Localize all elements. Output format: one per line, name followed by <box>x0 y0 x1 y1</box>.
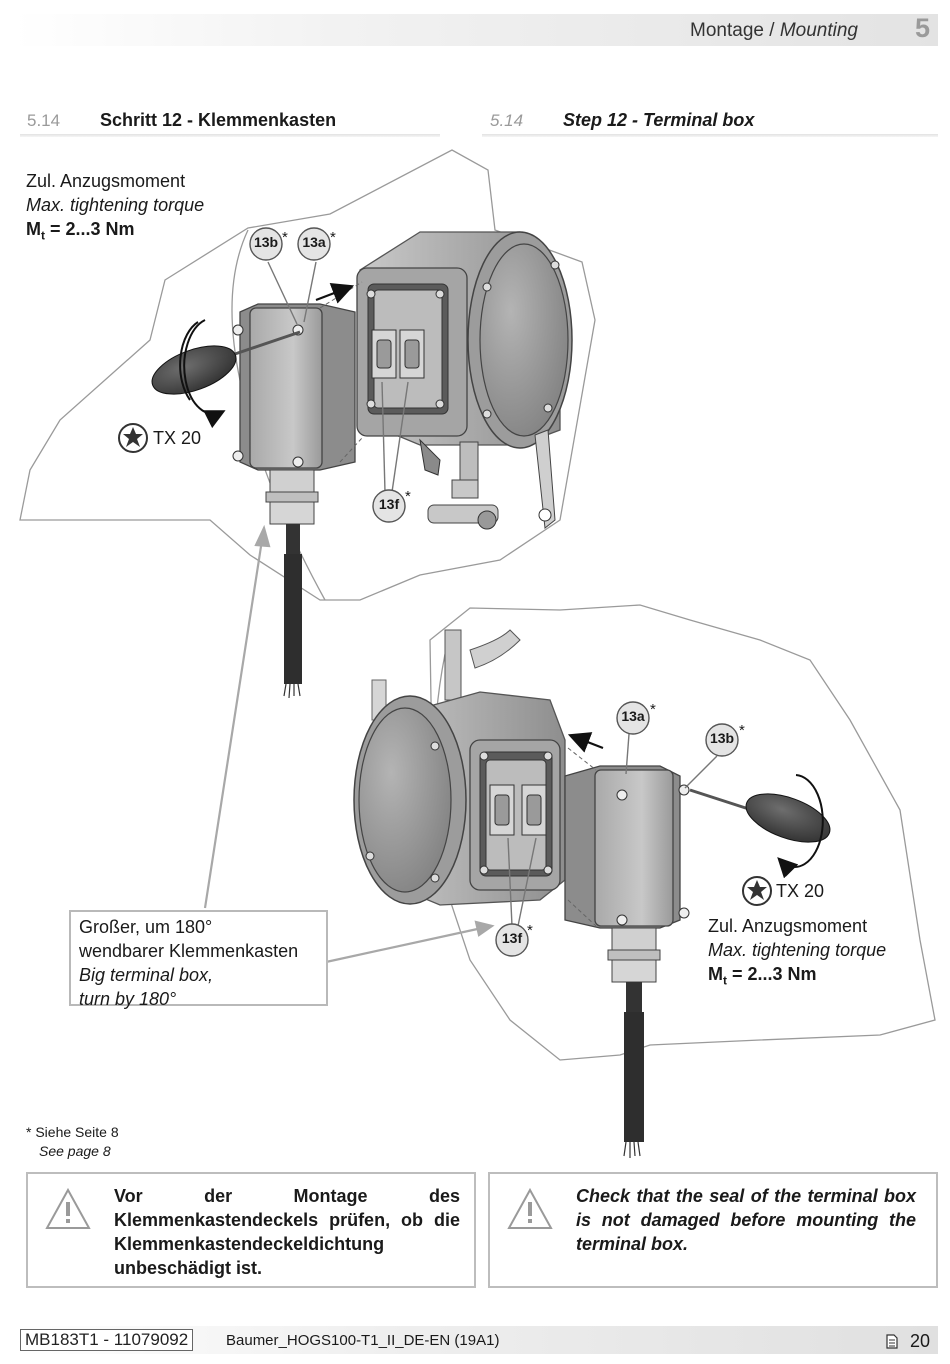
document-code: MB183T1 - 11079092 <box>20 1329 194 1351</box>
page-header-title: Montage / Mounting <box>690 20 858 42</box>
torque-value: Mt = 2...3 Nm <box>708 964 817 988</box>
mounting-direction-arrow-bottom <box>567 732 604 753</box>
torque-label-en: Max. tightening torque <box>26 195 205 215</box>
page-number: 20 <box>909 1331 930 1351</box>
chapter-number: 5 <box>914 13 930 43</box>
warning-text-de: Vor der Montage des Klemmenkastendeckels… <box>114 1186 460 1278</box>
note-line-3: Big terminal box, <box>79 965 214 985</box>
warning-triangle-icon <box>507 1187 553 1229</box>
section-number-de: 5.14 <box>27 111 61 130</box>
section-title-en: Step 12 - Terminal box <box>563 110 755 130</box>
terminal-box-bottom <box>564 747 690 1158</box>
terminal-box-note: Großer, um 180° wendbarer Klemmenkasten … <box>69 910 328 1009</box>
callout-13a-top <box>297 227 331 261</box>
footnote: * Siehe Seite 8 See page 8 <box>26 1123 119 1161</box>
header-title-sep: / <box>763 20 780 41</box>
terminal-box-top <box>232 281 363 699</box>
header-bar <box>14 14 938 46</box>
note-line-4: turn by 180° <box>79 989 177 1009</box>
footnote-de: * Siehe Seite 8 <box>26 1124 119 1140</box>
torque-label-de: Zul. Anzugsmoment <box>26 171 186 191</box>
callout-asterisk: * <box>739 722 745 739</box>
section-rule-en <box>482 134 938 137</box>
warning-box-de: Vor der Montage des Klemmenkastendeckels… <box>26 1172 476 1288</box>
header-title-en: Mounting <box>779 20 858 41</box>
torque-spec-top: Zul. Anzugsmoment Max. tightening torque… <box>26 169 204 248</box>
torque-label-de: Zul. Anzugsmoment <box>708 916 868 936</box>
page-icon <box>886 1334 898 1349</box>
callout-13b-bottom <box>705 723 739 757</box>
callout-13b-top <box>249 227 283 261</box>
torque-label-en: Max. tightening torque <box>708 940 887 960</box>
callout-13f-bottom <box>495 923 529 957</box>
tool-label-top: TX 20 <box>153 428 202 448</box>
document-name: Baumer_HOGS100-T1_II_DE-EN (19A1) <box>226 1332 500 1349</box>
mounting-direction-arrow-top <box>315 283 355 304</box>
note-line-1: Großer, um 180° <box>79 917 213 937</box>
warning-box-en: Check that the seal of the terminal box … <box>488 1172 938 1288</box>
section-number-en: 5.14 <box>490 111 524 130</box>
callout-13f-top <box>372 489 406 523</box>
screwdriver-bottom <box>689 774 831 879</box>
callout-asterisk: * <box>405 488 411 505</box>
screwdriver-top <box>151 319 301 429</box>
section-rule-de <box>20 134 440 137</box>
warning-triangle-icon <box>45 1187 91 1229</box>
header-title-de: Montage <box>690 20 764 41</box>
section-title-de: Schritt 12 - Klemmenkasten <box>100 110 337 130</box>
callout-asterisk: * <box>330 229 336 246</box>
torque-value: Mt = 2...3 Nm <box>26 219 135 243</box>
callout-asterisk: * <box>650 701 656 718</box>
encoder-housing-top <box>356 231 573 530</box>
callout-13b-top-label: 13b <box>253 234 279 250</box>
callout-13a-top-label: 13a <box>302 234 326 250</box>
torx-star-icon <box>118 423 148 453</box>
tool-label-bottom: TX 20 <box>776 881 825 901</box>
note-line-2: wendbarer Klemmenkasten <box>79 941 299 961</box>
callout-13b-bottom-label: 13b <box>709 730 735 746</box>
callout-13f-bottom-label: 13f <box>501 930 523 946</box>
encoder-housing-bottom <box>353 629 566 906</box>
callout-13f-top-label: 13f <box>378 496 400 512</box>
footnote-en: See page 8 <box>39 1143 111 1159</box>
callout-13a-bottom-label: 13a <box>621 708 645 724</box>
callout-asterisk: * <box>282 229 288 246</box>
torque-spec-bottom: Zul. Anzugsmoment Max. tightening torque… <box>708 914 886 993</box>
warning-text-en: Check that the seal of the terminal box … <box>576 1186 916 1254</box>
callout-13a-bottom <box>616 701 650 735</box>
note-pointer-arrows <box>203 524 495 964</box>
torx-star-icon <box>742 876 772 906</box>
callout-asterisk: * <box>527 922 533 939</box>
